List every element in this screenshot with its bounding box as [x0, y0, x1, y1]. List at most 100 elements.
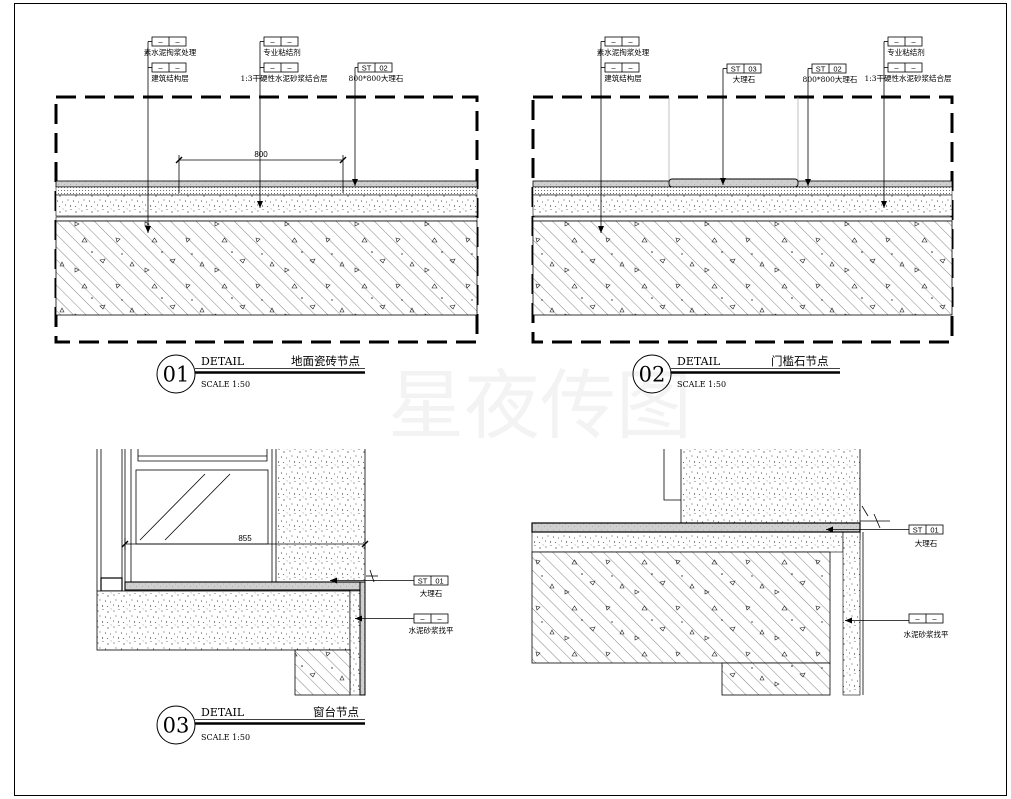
- aggregate-marks: [533, 221, 952, 315]
- callout-caption: 素水泥掏浆处理: [597, 47, 650, 57]
- tag-right-code: –: [437, 614, 442, 623]
- mortar-levelling-edge: [842, 531, 861, 696]
- detail-title-block: 03 DETAIL 窗台节点 SCALE 1:50: [156, 705, 365, 745]
- detail-number: 02: [639, 363, 666, 387]
- tag-right-code: 01: [930, 525, 938, 534]
- leaders: [598, 41, 888, 233]
- callout: ––1:3干硬性水泥砂浆结合层: [864, 62, 952, 83]
- callout: ST 01 大理石: [413, 575, 449, 598]
- detail-number-circle: [156, 705, 196, 745]
- detail-number: 03: [163, 714, 190, 738]
- detail-01-floor-tile: 800 01 DETAIL 地面瓷砖节点 SCALE 1:50: [54, 41, 479, 394]
- tag-left-code: –: [894, 37, 899, 46]
- callout-caption: 1:3干硬性水泥砂浆结合层: [240, 73, 328, 83]
- tag-left-code: ST: [418, 576, 428, 585]
- callout: ––专业粘结剂: [887, 36, 925, 57]
- callout: – –建筑结构层: [604, 62, 642, 83]
- callout: – –素水泥掏浆处理: [144, 36, 197, 57]
- callout-caption: 专业粘结剂: [887, 47, 925, 57]
- tag-right-code: –: [287, 63, 292, 72]
- tag-left-code: –: [420, 614, 425, 623]
- tag-right-code: 02: [379, 63, 387, 72]
- detail-label: DETAIL: [201, 355, 245, 368]
- dimension-tick: [339, 156, 347, 164]
- aggregate-marks: [722, 663, 830, 695]
- glass-reflection-line: [164, 473, 231, 541]
- tile-layer: [55, 180, 478, 188]
- tag-right-code: 02: [833, 64, 841, 73]
- tag-left-code: –: [158, 37, 163, 46]
- mortar-bed-layer: [532, 194, 953, 217]
- tag-right-code: –: [175, 63, 180, 72]
- detail-number: 01: [163, 363, 190, 387]
- sill-edge-mark: [366, 569, 378, 583]
- detail-title: 地面瓷砖节点: [291, 354, 360, 368]
- callout-caption: 1:3干硬性水泥砂浆结合层: [864, 73, 952, 83]
- mortar-levelling: [349, 590, 361, 696]
- detail-title-block: 02 DETAIL 门槛石节点 SCALE 1:50: [632, 354, 840, 394]
- tag-left-code: ST: [913, 525, 923, 534]
- marble-sill-edge: [359, 581, 366, 696]
- tag-left-code: –: [270, 63, 275, 72]
- detail-04-sill-section: [531, 449, 909, 696]
- leaders: [826, 526, 909, 624]
- tag-left-code: ST: [731, 64, 741, 73]
- detail-label: DETAIL: [201, 706, 245, 719]
- dimension-855: 855: [121, 534, 369, 550]
- aggregate-marks: [56, 221, 477, 315]
- detail-number-circle: [156, 354, 196, 394]
- sill-edge-mark: [860, 505, 890, 529]
- callout-caption: 大理石: [420, 588, 443, 598]
- cement-slurry-layer: [55, 216, 478, 222]
- aggregate-marks: [295, 650, 350, 695]
- callout: – – 水泥砂浆找平: [409, 613, 454, 635]
- dimension-tick: [361, 540, 369, 548]
- callout: ––专业粘结剂: [263, 36, 301, 57]
- detail-title: 窗台节点: [313, 705, 359, 719]
- wall-plaster: [276, 449, 365, 580]
- aggregate-marks: [532, 552, 830, 663]
- leaders: [145, 41, 358, 233]
- window-glass: [135, 469, 269, 545]
- callout: – –建筑结构层: [151, 62, 189, 83]
- leaders: [330, 577, 414, 622]
- callout-caption: 建筑结构层: [151, 73, 189, 83]
- tag-right-code: –: [175, 37, 180, 46]
- callout-caption: 建筑结构层: [604, 73, 642, 83]
- tag-right-code: –: [628, 63, 633, 72]
- callout-caption: 专业粘结剂: [263, 47, 301, 57]
- marble-sill: [531, 522, 861, 533]
- dimension-value: 855: [238, 534, 252, 543]
- tag-right-code: 01: [435, 576, 443, 585]
- tag-left-code: ST: [362, 63, 372, 72]
- tag-right-code: –: [628, 37, 633, 46]
- detail-scale: SCALE 1:50: [201, 380, 250, 389]
- detail-02-threshold-stone: 02 DETAIL 门槛石节点 SCALE 1:50: [531, 41, 954, 394]
- callout-caption: 大理石: [733, 74, 756, 84]
- tag-right-code: –: [932, 614, 937, 623]
- callout-caption: 大理石: [915, 538, 938, 548]
- callout-caption: 水泥砂浆找平: [409, 625, 454, 635]
- detail-title: 门槛石节点: [771, 354, 829, 368]
- cement-slurry-layer: [532, 216, 953, 222]
- sheet-border: [14, 3, 1007, 796]
- callout-caption: 素水泥掏浆处理: [144, 47, 197, 57]
- callout: – –素水泥掏浆处理: [597, 36, 650, 57]
- tag-left-code: –: [894, 63, 899, 72]
- callout-caption: 800*800大理石: [803, 74, 858, 84]
- marble-sill: [124, 581, 361, 591]
- tag-left-code: –: [158, 63, 163, 72]
- window-top-rail: [137, 449, 268, 462]
- mortar-bed-layer: [55, 194, 478, 217]
- detail-03-window-sill: 855 03 DETAIL 窗台节点 SCALE 1:50: [96, 449, 414, 745]
- detail-scale: SCALE 1:50: [201, 733, 250, 742]
- tag-left-code: –: [611, 63, 616, 72]
- callout-tags: ––素水泥掏浆处理––建筑结构层––专业粘结剂––1:3干硬性水泥砂浆结合层ST…: [144, 36, 952, 639]
- detail-number-circle: [632, 354, 672, 394]
- detail-scale: SCALE 1:50: [677, 380, 726, 389]
- tag-left-code: –: [270, 37, 275, 46]
- threshold-stone: [668, 178, 799, 188]
- tag-left-code: –: [611, 37, 616, 46]
- callout: ––水泥砂浆找平: [904, 613, 949, 639]
